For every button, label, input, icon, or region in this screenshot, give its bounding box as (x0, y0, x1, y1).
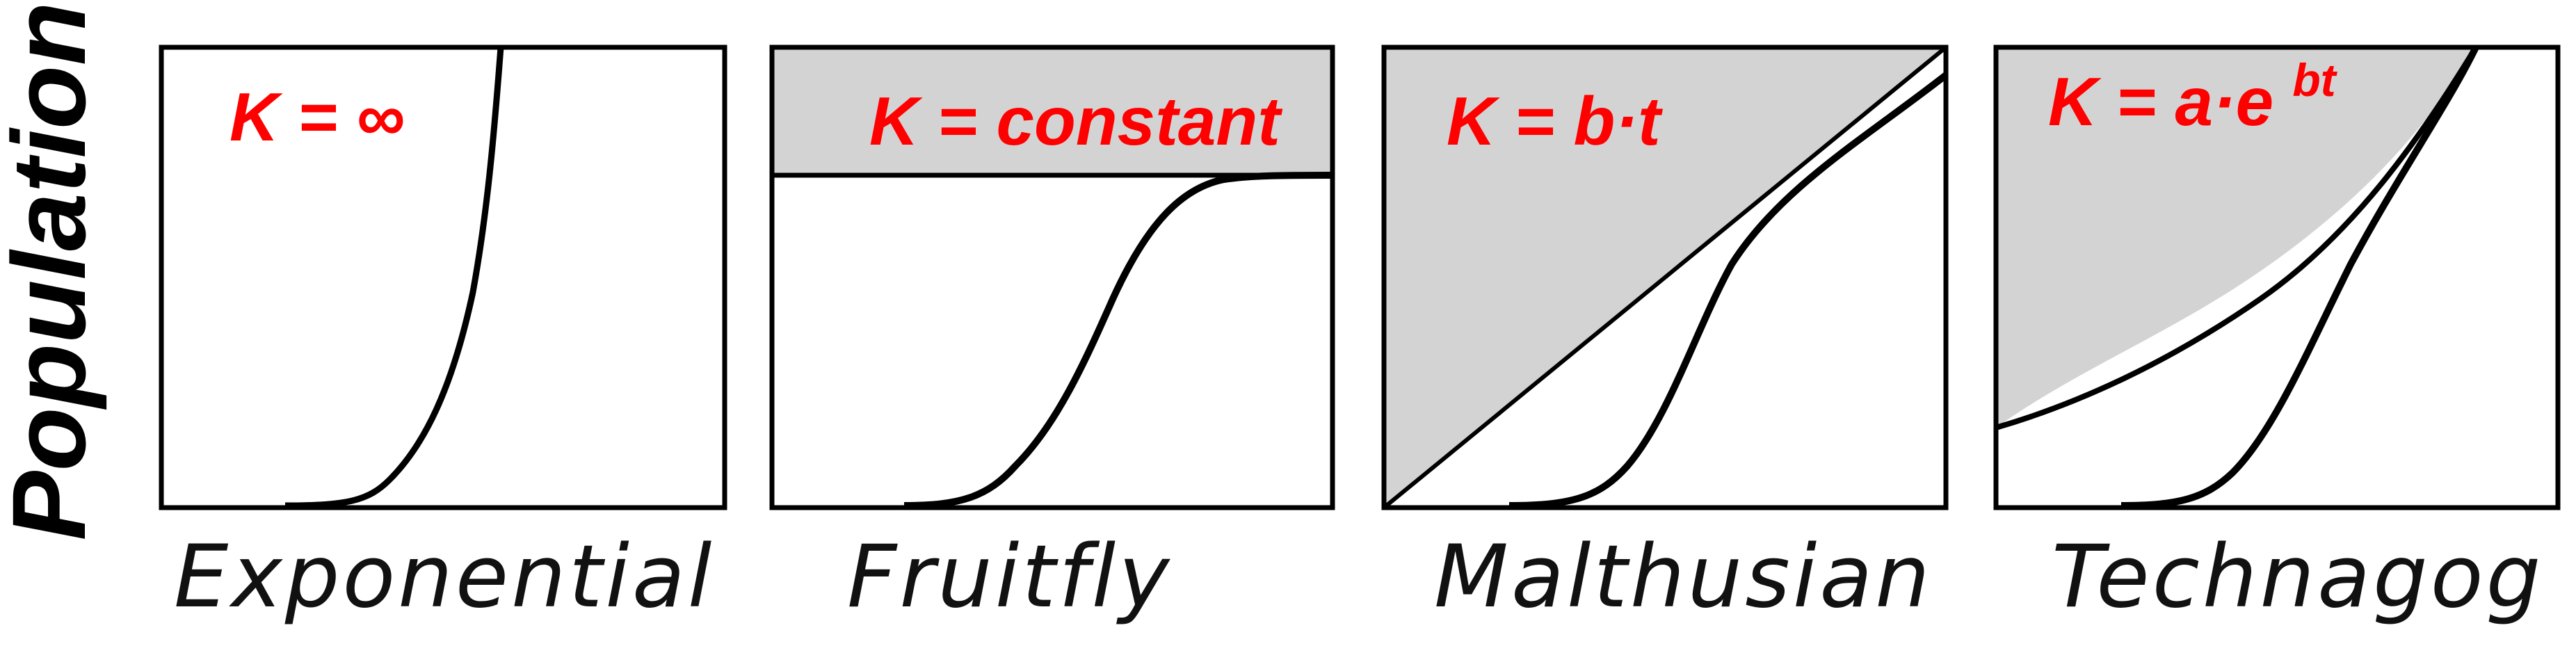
panel-title: Fruitfly (847, 527, 1172, 627)
capacity-shaded-region (1996, 47, 2476, 428)
capacity-shaded-region (772, 47, 1333, 175)
exponential-curve (284, 47, 504, 509)
panel-title: Technagog (2052, 527, 2543, 627)
panel-technagog: K = a·e bt Technagog (1993, 45, 2561, 627)
panel-exponential: K = ∞ Exponential (159, 45, 727, 627)
k-formula-base: K = a·e (2048, 63, 2273, 140)
k-formula: K = ∞ (230, 79, 405, 155)
panel-frame (159, 45, 727, 510)
carrying-capacity-curve (1995, 45, 2479, 430)
population-curve (1508, 72, 1949, 509)
population-curve (2120, 45, 2479, 509)
y-axis-label: Population (0, 2, 107, 541)
logistic-curve (903, 172, 1333, 509)
panel-malthusian: K = b·t Malthusian (1381, 45, 1949, 627)
panel-title: Malthusian (1434, 527, 1933, 627)
carrying-capacity-line (1383, 45, 1947, 510)
k-formula: K = a·e bt (2048, 54, 2338, 140)
panel-fruitfly: K = constant Fruitfly (769, 45, 1335, 627)
panel-title: Exponential (174, 527, 714, 627)
k-formula: K = constant (869, 83, 1282, 159)
k-formula-exponent: bt (2292, 54, 2337, 106)
k-formula: K = b·t (1447, 83, 1663, 159)
